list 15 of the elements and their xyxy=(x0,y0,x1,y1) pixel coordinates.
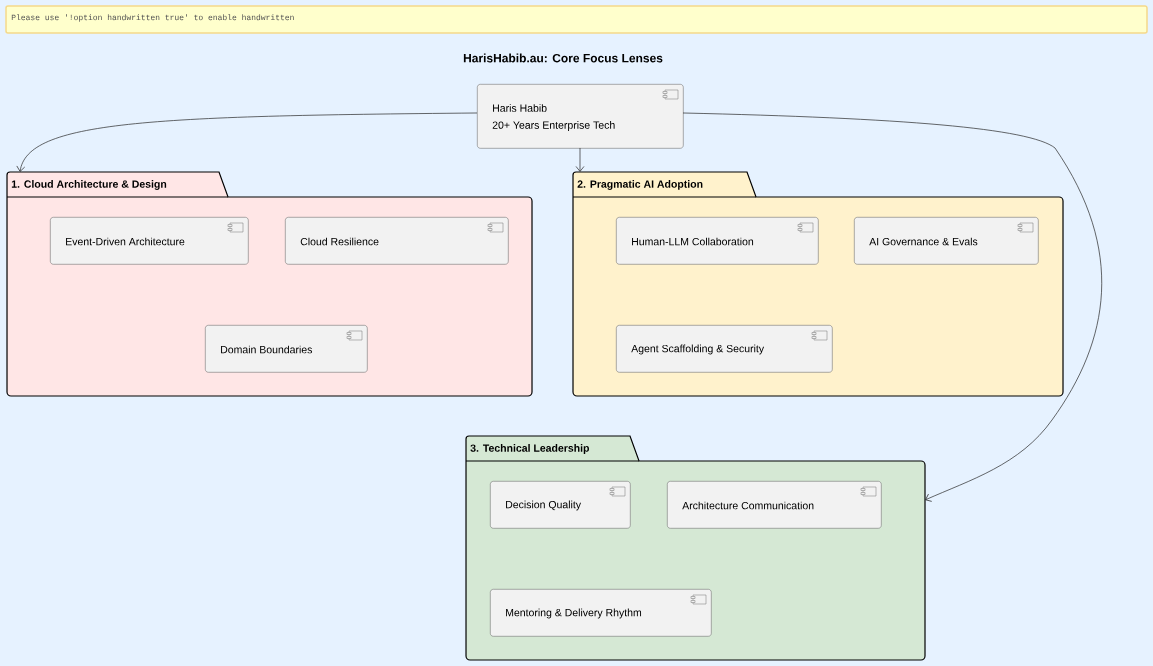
component-box: Architecture Communication xyxy=(667,481,882,529)
note-box: Please use '!option handwritten true' to enable handwritten xyxy=(5,5,1148,34)
component-box: Cloud Resilience xyxy=(285,217,509,265)
component-box: Haris Habib 20+ Years Enterprise Tech xyxy=(477,84,684,149)
component-box: Domain Boundaries xyxy=(205,325,368,373)
component-box: Event-Driven Architecture xyxy=(50,217,249,265)
arrow xyxy=(16,112,478,172)
component-box: Mentoring & Delivery Rhythm xyxy=(490,589,712,637)
component-box: Decision Quality xyxy=(490,481,631,529)
component-box: AI Governance & Evals xyxy=(854,217,1039,265)
arrow xyxy=(575,147,585,172)
diagram-title: HarisHabib.au: Core Focus Lenses xyxy=(463,53,663,63)
arrow xyxy=(682,112,1102,502)
component-box: Agent Scaffolding & Security xyxy=(616,325,833,373)
component-box: Human-LLM Collaboration xyxy=(616,217,819,265)
